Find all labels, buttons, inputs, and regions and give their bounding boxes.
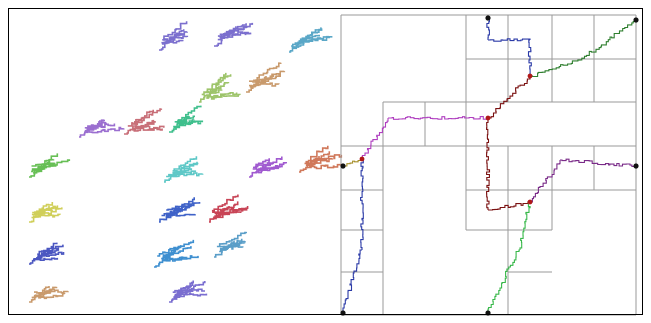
curve-green-bottom [487, 201, 531, 313]
fractal-branch [253, 62, 282, 82]
fractal-cluster [169, 105, 204, 133]
fractal-branch [166, 205, 191, 219]
curve-junction [527, 199, 533, 205]
fractal-branch [34, 257, 59, 261]
fractal-branch [307, 163, 343, 170]
fractal-panel-left [29, 21, 343, 303]
fractal-branch [214, 241, 235, 258]
fractal-branch [34, 202, 54, 215]
fractal-branch [246, 76, 267, 93]
fractal-branch [157, 246, 180, 257]
fractal-branch [177, 120, 202, 125]
fractal-branch [88, 126, 125, 134]
fractal-branch [162, 256, 188, 262]
fractal-branch [214, 30, 235, 47]
fractal-branch [133, 121, 156, 130]
fractal-cluster [249, 156, 287, 178]
fractal-branch [159, 34, 180, 51]
fractal-branch [211, 194, 239, 212]
fractal-branch [79, 121, 100, 138]
fractal-cluster [159, 21, 189, 51]
fractal-cluster [199, 72, 241, 103]
fractal-cluster [214, 231, 247, 258]
fractal-cluster [159, 197, 201, 223]
fractal-branch [216, 231, 247, 248]
curve-olive-stub [343, 159, 363, 167]
fractal-cluster [246, 62, 286, 93]
fractal-branch [133, 108, 163, 125]
fractal-branch [199, 86, 220, 103]
fractal-branch [132, 127, 163, 132]
fractal-cluster [289, 27, 333, 53]
fractal-branch [161, 246, 192, 260]
fractal-branch [172, 156, 198, 172]
curve-darkred-lower [486, 118, 531, 211]
fractal-branch [206, 93, 241, 100]
figure-frame [8, 8, 643, 315]
fractal-cluster [29, 286, 69, 303]
curve-junction [485, 115, 491, 121]
curve-purple-right [530, 158, 637, 203]
fractal-branch [29, 206, 50, 223]
fractal-branch [163, 21, 188, 40]
curve-junction [359, 156, 365, 162]
curve-endpoint [633, 163, 639, 169]
fractal-branch [172, 161, 198, 176]
fractal-cluster [29, 242, 65, 265]
fractal-branch [209, 206, 230, 223]
fractal-cluster [79, 119, 125, 138]
fractal-branch [215, 206, 249, 219]
fractal-branch [131, 125, 165, 130]
fractal-branch [219, 23, 247, 39]
curve-magenta [361, 116, 489, 160]
fractal-branch [169, 116, 190, 133]
fractal-branch [127, 109, 154, 127]
fractal-cluster [29, 202, 63, 223]
curve-blue-top [486, 17, 532, 76]
curve-green-top [530, 20, 637, 78]
fractal-branch [257, 162, 287, 174]
curve-endpoint [340, 163, 346, 169]
curve-darkred-upper [488, 76, 531, 119]
fractal-cluster [214, 22, 254, 47]
fractal-cluster [29, 153, 71, 178]
fractal-branch [36, 288, 55, 298]
fractal-branch [33, 251, 65, 261]
fractal-cluster [124, 108, 165, 135]
partition-grid [340, 14, 637, 316]
curve-blue-left [342, 158, 364, 313]
curve-endpoint [485, 15, 491, 21]
fractal-branch [207, 74, 232, 93]
fractal-branch [174, 293, 208, 298]
fractal-branch [169, 286, 190, 303]
fractal-branch [29, 161, 50, 178]
fractal-branch [124, 118, 145, 135]
fractal-branch [249, 161, 270, 178]
space-filling-curves [342, 17, 637, 313]
fractal-branch [305, 158, 334, 167]
fractal-cluster [299, 145, 343, 173]
fractal-branch [29, 286, 50, 303]
fractal-branch [29, 248, 50, 265]
fractal-cluster [164, 156, 204, 183]
fractal-branch [206, 92, 238, 99]
fractal-branch [174, 282, 194, 296]
fractal-cluster [154, 239, 199, 268]
fractal-cluster [169, 280, 208, 303]
fractal-branch [164, 166, 185, 183]
fractal-branch [299, 156, 320, 173]
fractal-branch [154, 251, 175, 268]
fractal-cluster [209, 194, 249, 223]
fractal-branch [34, 213, 61, 218]
fractal-branch [38, 292, 66, 300]
fractal-branch [177, 105, 202, 122]
fractal-branch [159, 206, 180, 223]
curve-panel-right [340, 14, 639, 316]
fractal-branch [305, 145, 329, 163]
fractal-branch [289, 36, 310, 53]
curve-junction [527, 73, 533, 79]
curve-endpoint [633, 17, 639, 23]
